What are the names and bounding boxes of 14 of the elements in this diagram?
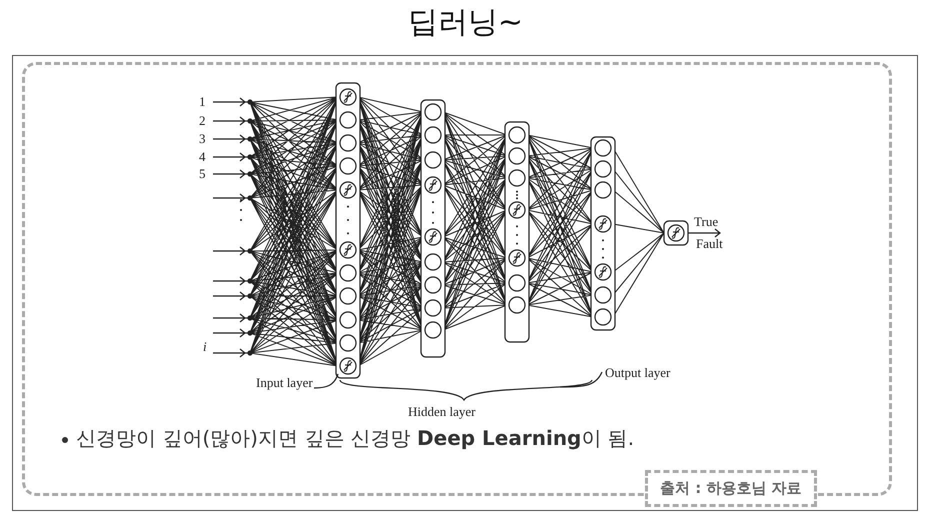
source-note: 출처 : 하용호님 자료 (645, 470, 817, 507)
input-label: i (203, 340, 207, 353)
input-label: 3 (199, 132, 206, 145)
input-label: 2 (199, 114, 206, 127)
layer-label: Output layer (605, 366, 670, 379)
page-title: 딥러닝~ (406, 4, 524, 42)
input-label: 4 (199, 150, 206, 163)
input-label: 5 (199, 167, 206, 180)
bullet-text: 신경망이 깊어(많아)지면 깊은 신경망 Deep Learning이 됨. (76, 425, 634, 452)
input-label: 1 (199, 95, 206, 108)
layer-label: Input layer (256, 376, 313, 389)
output-label: True (694, 215, 718, 228)
layer-label: Hidden layer (408, 405, 476, 418)
output-label: Fault (696, 237, 723, 250)
